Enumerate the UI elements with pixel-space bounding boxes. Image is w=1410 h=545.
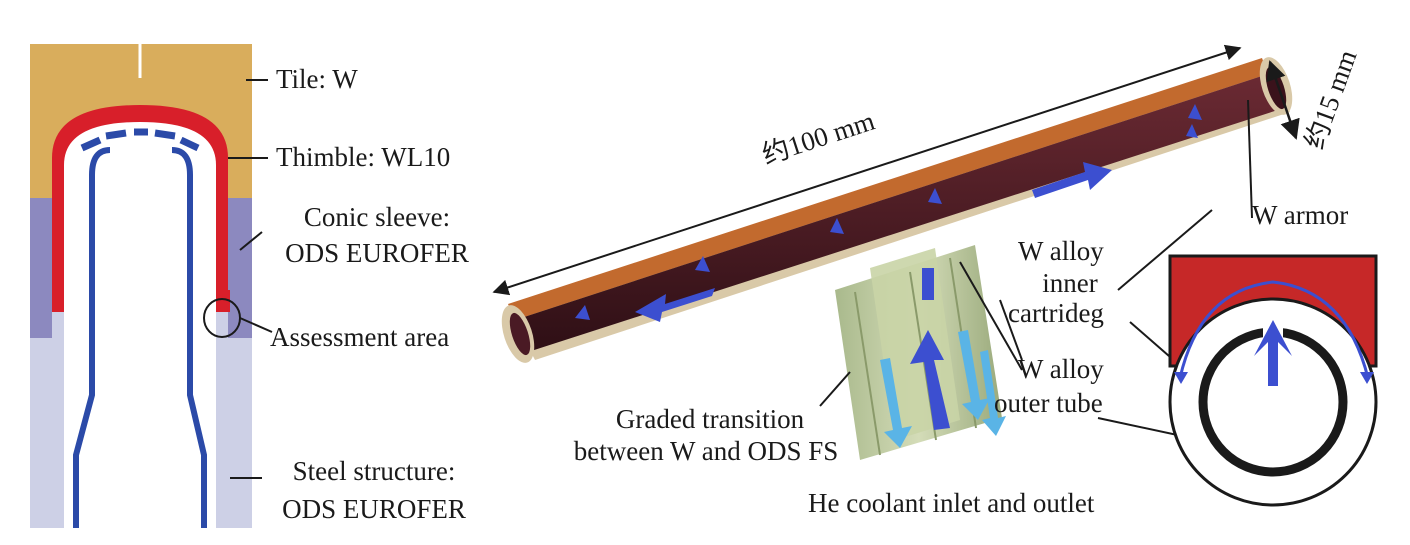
section-view xyxy=(1168,254,1378,507)
label-inner-line1: W alloy xyxy=(1018,236,1104,266)
label-conic-sleeve-line2: ODS EUROFER xyxy=(285,238,469,268)
label-inner-line2: inner xyxy=(1042,268,1098,298)
thimble-inner-space xyxy=(64,122,216,528)
cartridge-left xyxy=(73,147,111,528)
label-outer-line2: outer tube xyxy=(994,388,1103,418)
label-w-armor: W armor xyxy=(1252,200,1349,230)
label-graded-line2: between W and ODS FS xyxy=(573,436,839,466)
conic-sleeve-left xyxy=(30,198,52,340)
cartridge-right xyxy=(171,147,207,528)
label-tile: Tile: W xyxy=(276,64,358,94)
length-dimension-arrow xyxy=(492,44,1242,296)
label-coolant: He coolant inlet and outlet xyxy=(808,488,1095,518)
left-leader-lines xyxy=(228,79,273,479)
label-thimble: Thimble: WL10 xyxy=(276,142,451,172)
label-steel-structure-line1: Steel structure: xyxy=(292,456,456,486)
label-graded-line1: Graded transition xyxy=(615,404,805,434)
label-assessment-area: Assessment area xyxy=(270,322,450,352)
finger-cross-section xyxy=(30,44,252,528)
diameter-dimension-arrow xyxy=(1266,60,1300,140)
label-steel-structure-line2: ODS EUROFER xyxy=(282,494,466,524)
label-inner-line3: cartrideg xyxy=(1008,298,1104,328)
label-conic-sleeve-line1: Conic sleeve: xyxy=(303,202,451,232)
outlet-arrows xyxy=(880,330,1006,448)
label-outer-line1: W alloy xyxy=(1018,354,1104,384)
